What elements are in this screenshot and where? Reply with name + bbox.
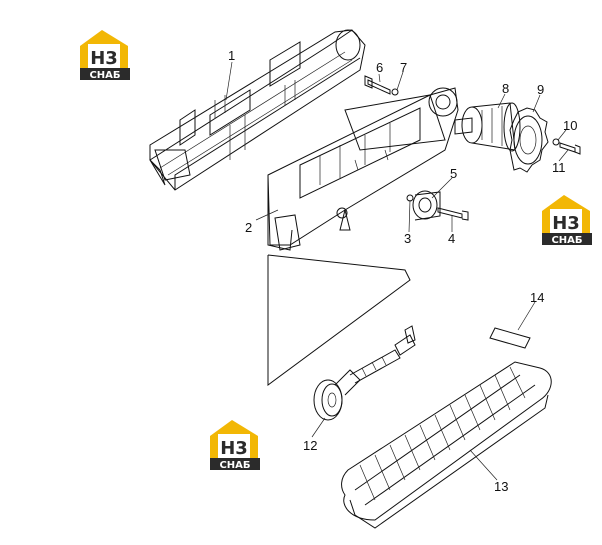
callout-labels: 1 2 3 4 5 6 7 8 9 10 11 12 13 14 (228, 48, 577, 494)
part-5-carrier-roller (412, 190, 441, 221)
watermark-letters: H3 (220, 438, 248, 459)
watermark-logo-right: H3 СНАБ (542, 195, 592, 246)
watermark-word: СНАБ (551, 235, 582, 246)
part-2-track-frame-lower (267, 87, 459, 251)
callout-10: 10 (563, 118, 577, 133)
watermark-letters: H3 (552, 213, 580, 234)
watermark-word: СНАБ (219, 460, 250, 471)
part-13-rubber-track (341, 361, 552, 529)
part-7-washer (391, 88, 399, 96)
callout-3: 3 (404, 231, 411, 246)
watermark-letters: H3 (90, 48, 118, 69)
callout-9: 9 (537, 82, 544, 97)
callout-11: 11 (552, 160, 566, 175)
callout-12: 12 (303, 438, 317, 453)
callout-1: 1 (228, 48, 235, 63)
callout-13: 13 (494, 479, 508, 494)
watermark-logo-top-left: H3 СНАБ (80, 30, 130, 81)
callout-7: 7 (400, 60, 407, 75)
callout-14: 14 (530, 290, 544, 305)
callout-4: 4 (448, 231, 455, 246)
watermark-word: СНАБ (89, 70, 120, 81)
part-6-bolt (364, 75, 391, 95)
part-11-bolt (559, 142, 581, 155)
part-1-track-frame-upper (149, 29, 366, 191)
part-8-travel-motor (454, 102, 521, 152)
callout-6: 6 (376, 60, 383, 75)
assembly-reference-lines (267, 254, 411, 386)
callout-8: 8 (502, 81, 509, 96)
leader-lines (225, 61, 569, 481)
part-9-sprocket (509, 107, 549, 173)
part-10-washer (552, 138, 560, 146)
part-14-label-plate (489, 327, 531, 349)
part-12-idler-assembly (313, 325, 416, 421)
callout-2: 2 (245, 220, 252, 235)
part-4-bolt (437, 207, 469, 221)
watermark-logo-bottom: H3 СНАБ (210, 420, 260, 471)
callout-5: 5 (450, 166, 457, 181)
